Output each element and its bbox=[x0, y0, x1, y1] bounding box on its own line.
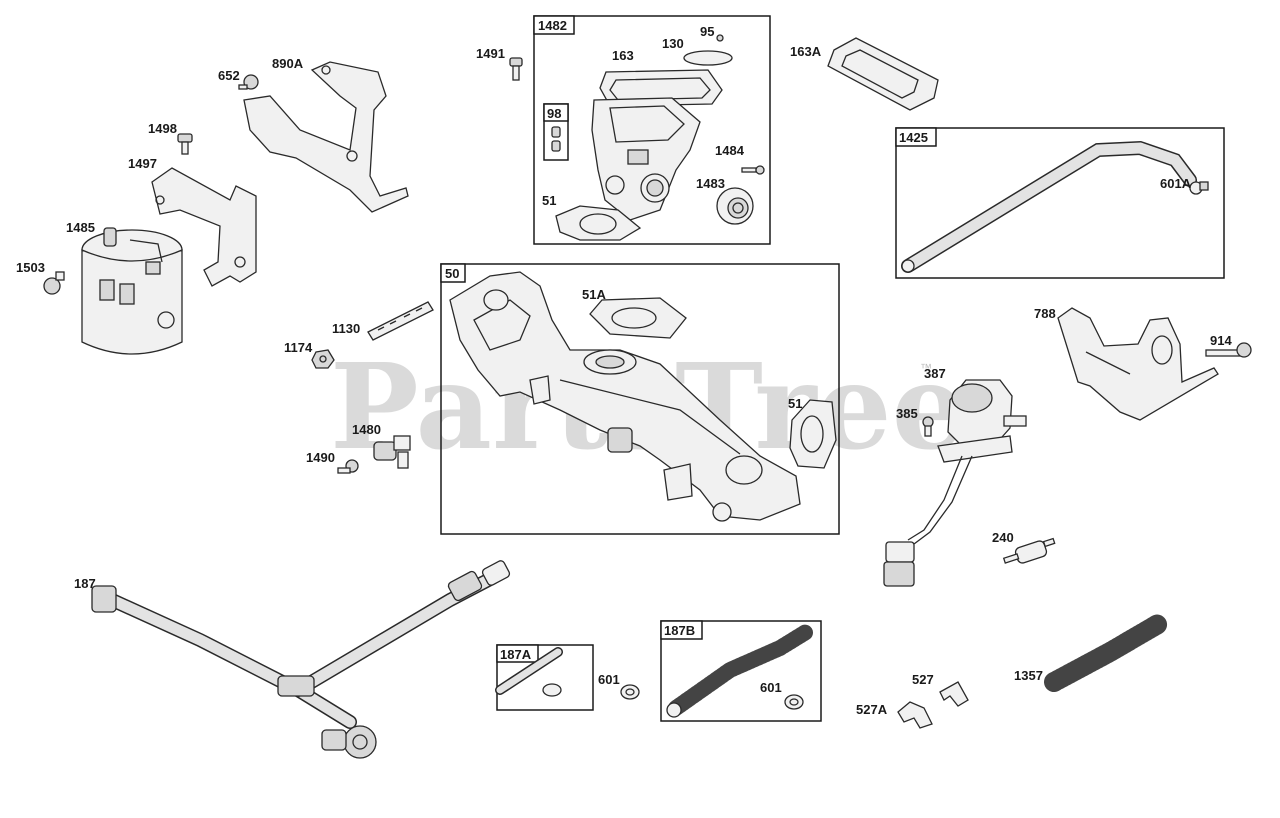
callout-385: 385 bbox=[896, 406, 918, 421]
callout-601a: 601A bbox=[1160, 176, 1192, 191]
hose-187a-part bbox=[495, 647, 563, 697]
group-187b: 187B bbox=[660, 620, 822, 722]
fitting-1480-part bbox=[373, 435, 411, 469]
callout-1497: 1497 bbox=[128, 156, 157, 171]
group-label-1482: 1482 bbox=[538, 18, 567, 33]
clamp-601a-part bbox=[1189, 181, 1209, 195]
screw-1491-part bbox=[509, 57, 523, 81]
gasket-130-part bbox=[683, 50, 733, 66]
callout-1490: 1490 bbox=[306, 450, 335, 465]
nut-652-part bbox=[238, 74, 259, 90]
bolt-1498-part bbox=[177, 133, 193, 155]
callout-1483: 1483 bbox=[696, 176, 725, 191]
clip-527-part bbox=[939, 681, 969, 707]
gasket-51a-part bbox=[589, 297, 687, 339]
gasket-51-manifold-part bbox=[789, 399, 837, 469]
callout-1491: 1491 bbox=[476, 46, 505, 61]
callout-914: 914 bbox=[1210, 333, 1232, 348]
screw-1484-part bbox=[741, 165, 765, 175]
callout-187: 187 bbox=[74, 576, 96, 591]
callout-527a: 527A bbox=[856, 702, 888, 717]
callout-601-left: 601 bbox=[598, 672, 620, 687]
group-label-1425: 1425 bbox=[899, 130, 928, 145]
callout-387: 387 bbox=[924, 366, 946, 381]
callout-1484: 1484 bbox=[715, 143, 745, 158]
group-label-98: 98 bbox=[547, 106, 561, 121]
nut-1503-part bbox=[43, 271, 65, 295]
callout-163a: 163A bbox=[790, 44, 822, 59]
screw-95-part bbox=[716, 34, 724, 42]
callout-652: 652 bbox=[218, 68, 240, 83]
callout-1480: 1480 bbox=[352, 422, 381, 437]
clip-527a-part bbox=[897, 701, 933, 729]
callout-1485: 1485 bbox=[66, 220, 95, 235]
callout-601-right: 601 bbox=[760, 680, 782, 695]
group-1425: 1425 bbox=[895, 127, 1225, 279]
fuel-pump-387-part bbox=[937, 379, 1027, 463]
callout-788: 788 bbox=[1034, 306, 1056, 321]
gasket-51-top-part bbox=[555, 205, 642, 241]
watermark-trademark: ™ bbox=[920, 361, 932, 375]
clamp-601-left-part bbox=[620, 684, 640, 700]
screw-1490-part bbox=[337, 459, 359, 474]
group-98: 98 bbox=[543, 103, 569, 161]
group-label-187a: 187A bbox=[500, 647, 532, 662]
spiral-wrap-1357-part bbox=[1044, 614, 1168, 692]
callout-1174: 1174 bbox=[284, 340, 313, 355]
throttle-body-part bbox=[591, 97, 701, 221]
callout-95: 95 bbox=[700, 24, 714, 39]
hose-187b-part bbox=[666, 624, 814, 718]
callout-1498: 1498 bbox=[148, 121, 177, 136]
gasket-163-part bbox=[599, 69, 723, 107]
callout-1130: 1130 bbox=[332, 321, 360, 336]
callout-1503: 1503 bbox=[16, 260, 45, 275]
fuel-filter-240-part bbox=[1002, 537, 1056, 564]
callout-527: 527 bbox=[912, 672, 934, 687]
bracket-1497-part bbox=[151, 167, 257, 287]
bracket-788-part bbox=[1057, 307, 1219, 421]
callout-51-manifold: 51 bbox=[788, 396, 802, 411]
sensor-1483-part bbox=[716, 187, 754, 225]
hose-187-part bbox=[91, 560, 511, 759]
bracket-890a-part bbox=[243, 61, 409, 213]
fuel-line-1425-part bbox=[901, 140, 1197, 273]
callout-51a: 51A bbox=[582, 287, 606, 302]
callout-51-top: 51 bbox=[542, 193, 556, 208]
group-187a: 187A bbox=[496, 644, 594, 711]
gasket-163a-part bbox=[827, 37, 939, 111]
bolt-914-part bbox=[1205, 342, 1252, 358]
callout-130: 130 bbox=[662, 36, 684, 51]
group-1482: 1482 bbox=[533, 15, 771, 245]
stud-1130-part bbox=[367, 301, 434, 341]
callout-890a: 890A bbox=[272, 56, 304, 71]
clamp-601-right-part bbox=[784, 694, 804, 710]
fuel-module-1485-part bbox=[81, 227, 183, 355]
spring-98-part bbox=[551, 126, 561, 152]
callout-1357: 1357 bbox=[1014, 668, 1043, 683]
manifold-50-part bbox=[449, 271, 801, 522]
screw-385-part bbox=[922, 416, 934, 437]
callout-163: 163 bbox=[612, 48, 634, 63]
callout-240: 240 bbox=[992, 530, 1014, 545]
nut-1174-part bbox=[311, 349, 335, 369]
group-label-187b: 187B bbox=[664, 623, 695, 638]
harness-387-part bbox=[883, 455, 973, 587]
group-label-50: 50 bbox=[445, 266, 459, 281]
group-50: 50 bbox=[440, 263, 840, 535]
